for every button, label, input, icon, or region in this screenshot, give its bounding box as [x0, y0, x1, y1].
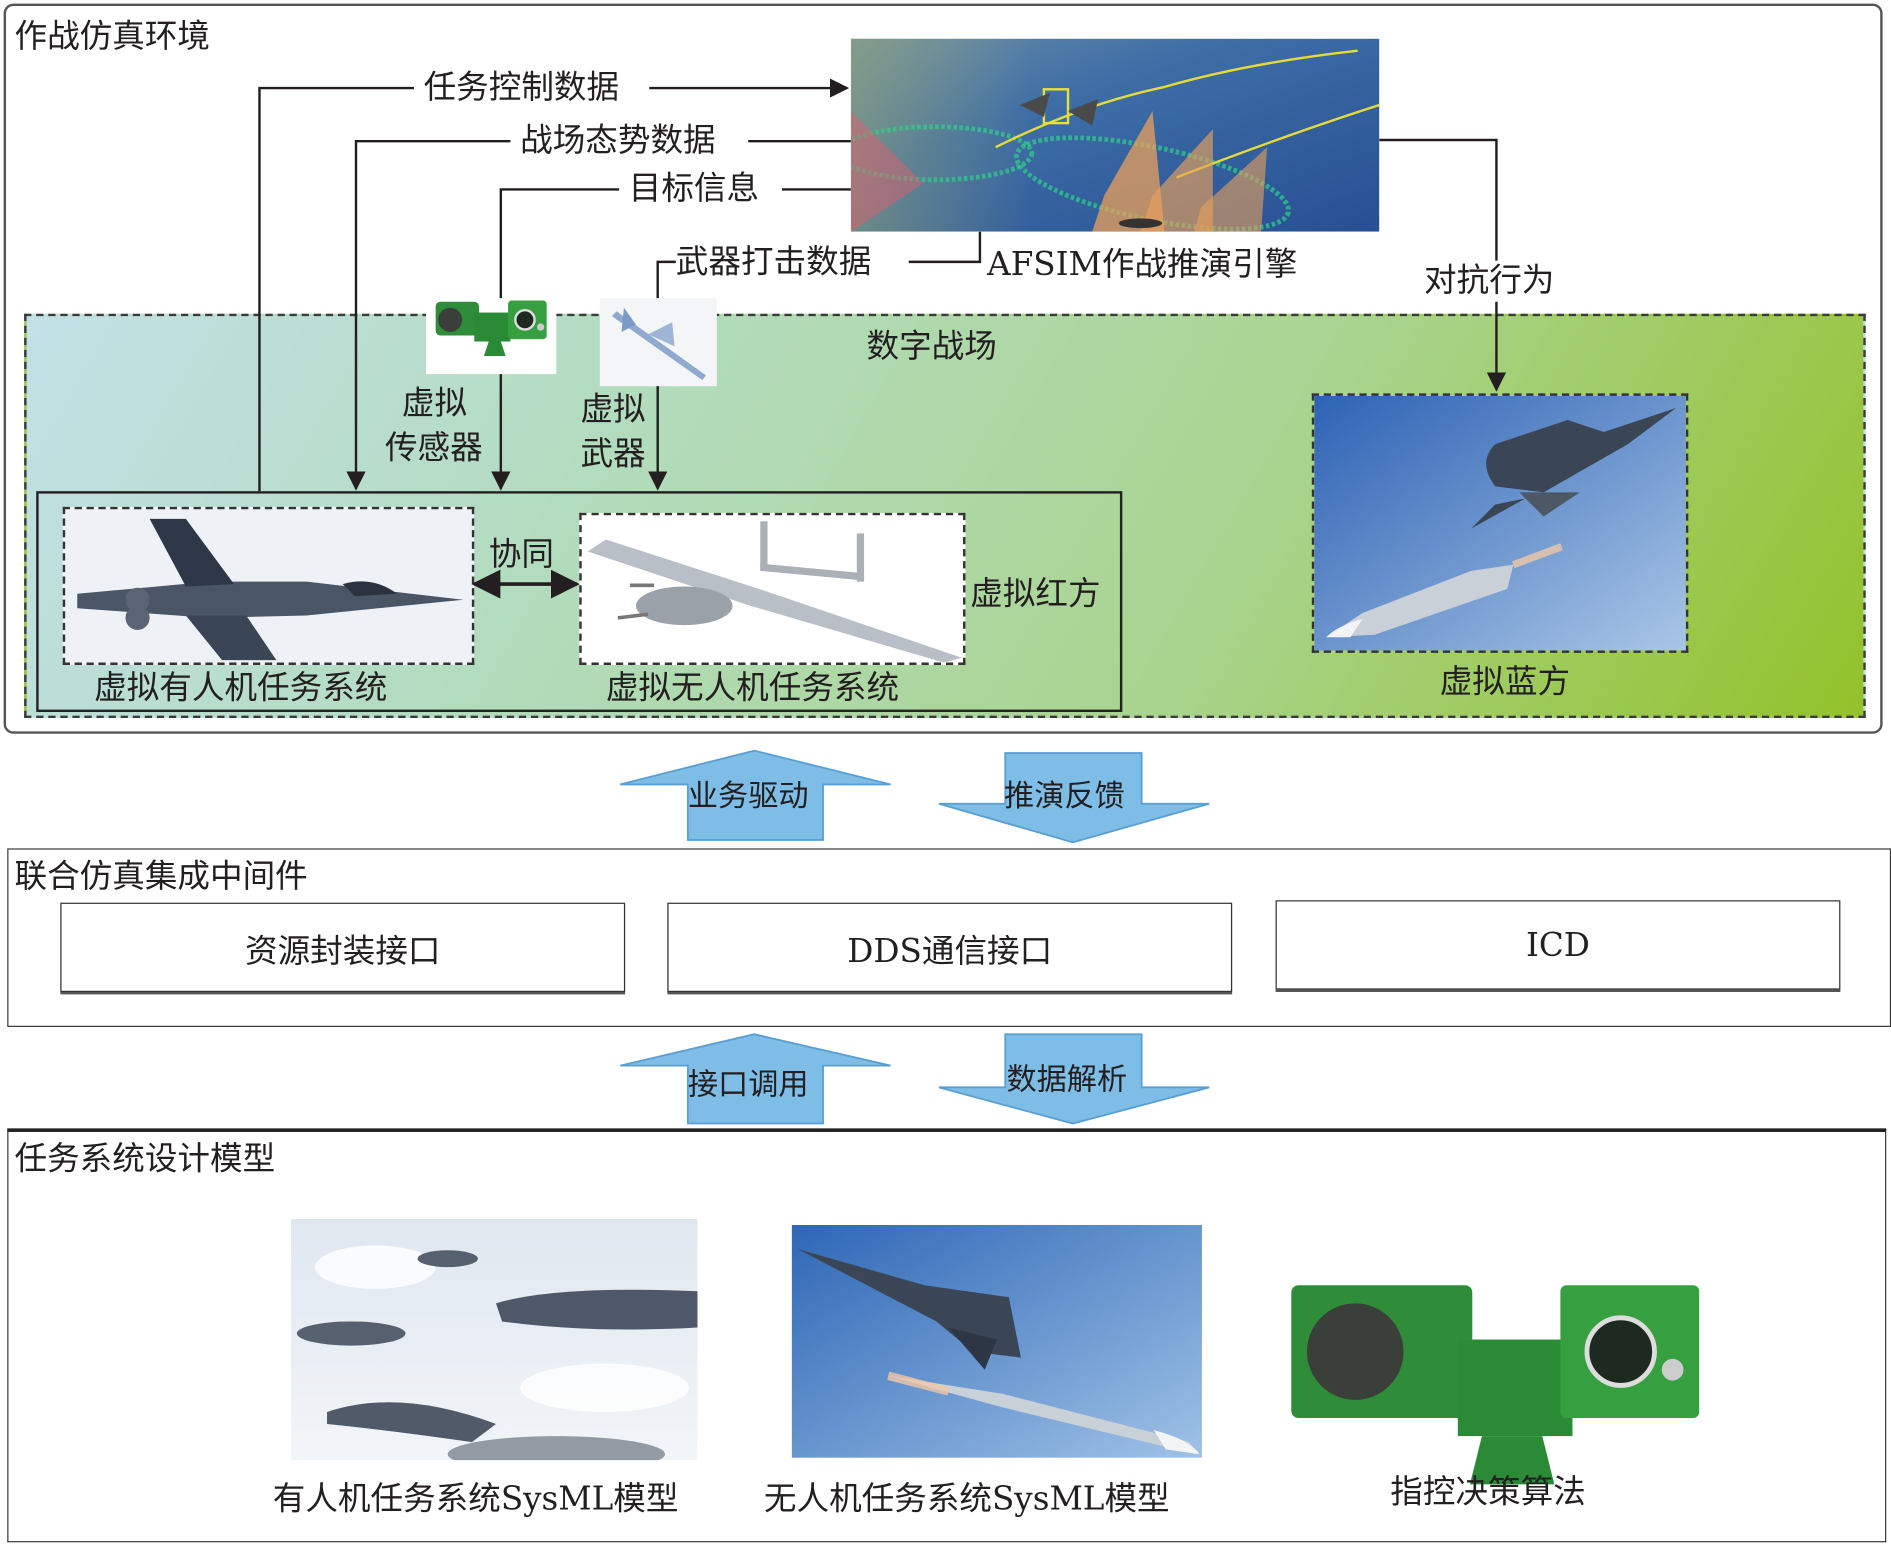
middleware-module-resource-wrapper: 资源封装接口: [60, 902, 626, 992]
interface-call-arrow: [620, 1033, 891, 1125]
uav-drone-icon: [587, 521, 962, 663]
design-model-item-manned: 有人机任务系统SysML模型: [272, 1480, 679, 1519]
design-model-item-decision: 指控决策算法: [1390, 1473, 1586, 1511]
design-model-item-unmanned: 无人机任务系统SysML模型: [763, 1480, 1170, 1519]
missile-icon: [611, 307, 706, 381]
module-label: 资源封装接口: [244, 932, 441, 970]
virtual-sensor-label-line1: 虚拟: [401, 384, 468, 423]
business-drive-label: 业务驱动: [687, 778, 809, 814]
flow-label-battlefield-situation: 战场态势数据: [515, 122, 721, 160]
data-parsing-label: 数据解析: [1006, 1061, 1128, 1097]
sensor-turret-icon: [1291, 1285, 1700, 1485]
flow-label-target-info: 目标信息: [623, 171, 764, 208]
data-parsing-arrow: [938, 1033, 1210, 1125]
jet-missile-icon: [791, 1224, 1202, 1458]
middleware-module-dds: DDS通信接口: [667, 902, 1233, 992]
unmanned-sysml-image: [791, 1224, 1202, 1458]
simulation-feedback-label: 推演反馈: [1004, 778, 1125, 814]
module-label: ICD: [1525, 926, 1590, 964]
blue-fighter-missile-icon: [1314, 395, 1686, 651]
interface-call-label: 接口调用: [687, 1066, 809, 1102]
virtual-sensor-label-line2: 传感器: [384, 429, 483, 468]
manned-aircraft-image: [62, 506, 475, 665]
virtual-sensor-image: [426, 298, 557, 375]
flow-label-confrontation: 对抗行为: [1424, 261, 1555, 300]
afsim-engine-image: [850, 38, 1380, 232]
unmanned-system-label: 虚拟无人机任务系统: [605, 669, 900, 708]
manned-sysml-image: [290, 1218, 698, 1461]
virtual-weapon-image: [599, 298, 717, 387]
virtual-weapon-label-line2: 武器: [580, 435, 646, 474]
business-drive-arrow: [620, 749, 891, 841]
flow-label-mission-control: 任务控制数据: [418, 69, 624, 107]
combat-env-title: 作战仿真环境: [14, 18, 210, 56]
uav-image: [579, 512, 966, 665]
virtual-blue-side-image: [1311, 393, 1689, 653]
virtual-red-side-box: [36, 491, 1123, 713]
formation-jets-icon: [290, 1218, 698, 1461]
fighter-jet-icon: [77, 518, 464, 661]
command-decision-image: [1288, 1279, 1702, 1491]
middleware-module-icd: ICD: [1275, 900, 1841, 990]
simulation-feedback-arrow: [938, 752, 1210, 844]
flow-label-weapon-strike: 武器打击数据: [675, 243, 872, 282]
design-model-title: 任务系统设计模型: [14, 1140, 276, 1178]
blue-side-label: 虚拟蓝方: [1439, 663, 1571, 702]
module-label: DDS通信接口: [847, 932, 1053, 970]
cooperation-label: 协同: [488, 535, 554, 574]
sensor-turret-icon: [435, 300, 547, 357]
manned-system-label: 虚拟有人机任务系统: [94, 669, 388, 708]
afsim-engine-label: AFSIM作战推演引擎: [987, 246, 1298, 284]
middleware-title: 联合仿真集成中间件: [14, 858, 308, 896]
red-side-label: 虚拟红方: [970, 575, 1101, 614]
digital-battlefield-title: 数字战场: [866, 328, 997, 366]
virtual-weapon-label-line1: 虚拟: [580, 391, 646, 429]
ocean-battle-scene-icon: [850, 38, 1380, 232]
